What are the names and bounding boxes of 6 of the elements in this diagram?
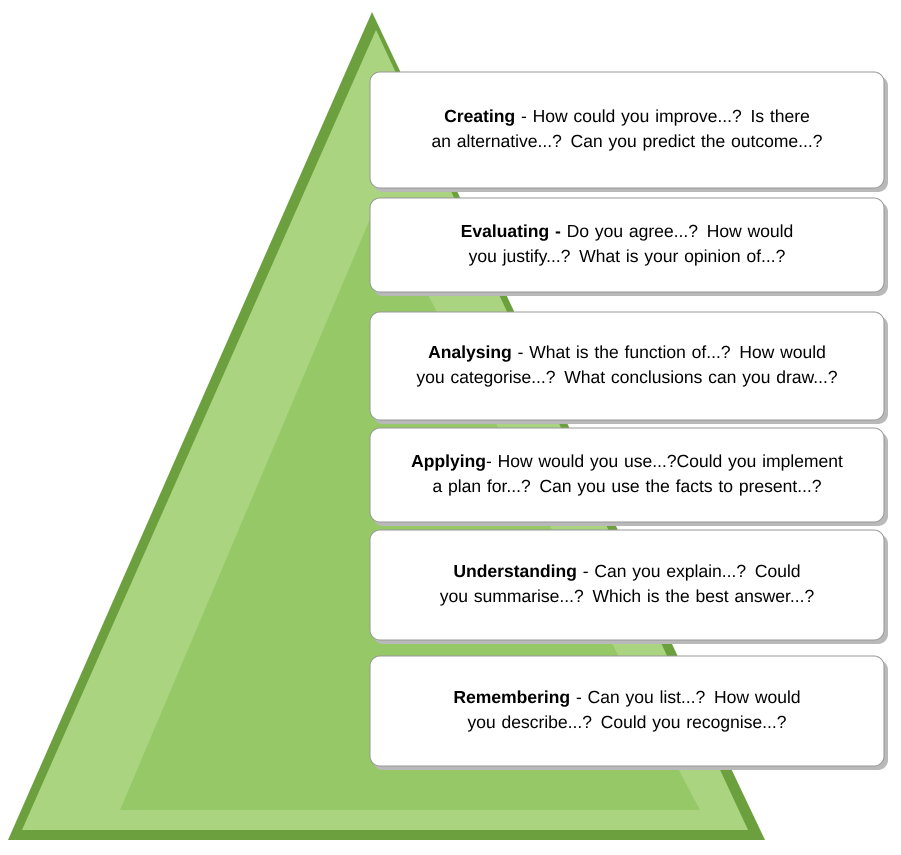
question-box: Creating - How could you improve...? Is there an alternative...? Can you predict the outcome...?	[370, 72, 888, 192]
question-box: Analysing - What is the function of...? How would you categorise...? What conclusions can you draw...?	[370, 312, 888, 424]
question-box: Understanding - Can you explain...? Could you summarise...? Which is the best answer...?	[370, 530, 888, 644]
question-box: Remembering - Can you list...? How would you describe...? Could you recognise...?	[370, 656, 888, 770]
question-box: Evaluating - Do you agree...? How would you justify...? What is your opinion of...?	[370, 198, 888, 296]
question-box: Applying- How would you use...?Could you implement a plan for...? Can you use the facts to present...?	[370, 428, 888, 526]
